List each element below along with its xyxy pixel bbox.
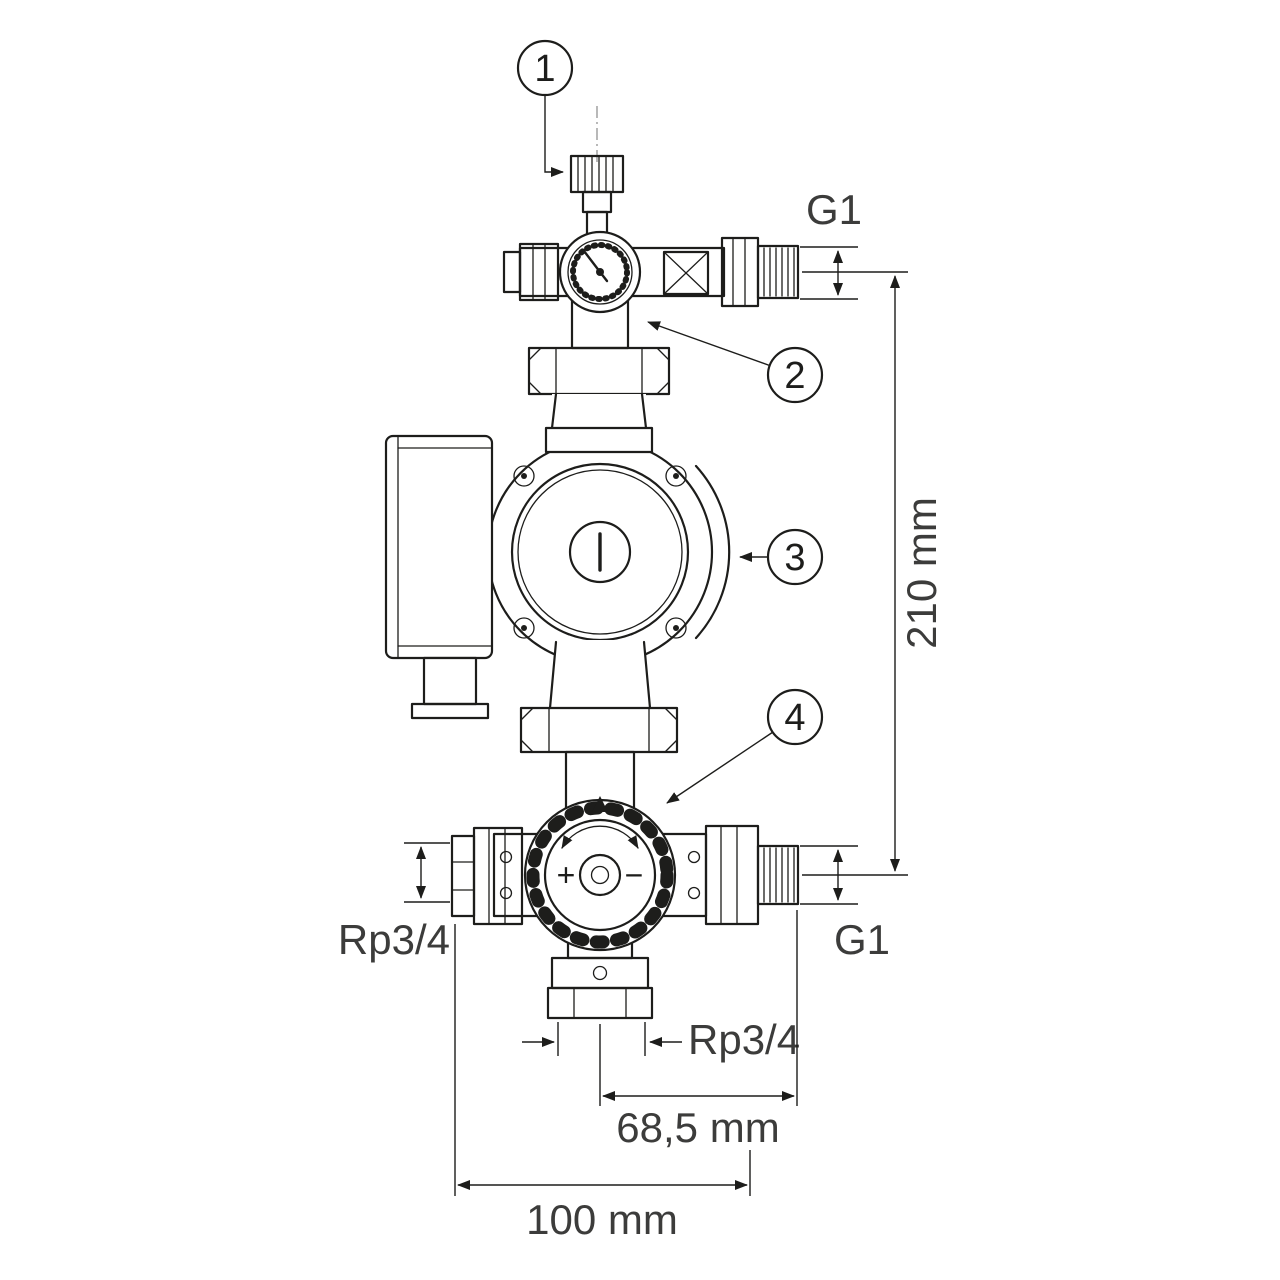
callout-1: 1: [516, 39, 574, 177]
valve-right-port: [704, 824, 800, 926]
dimension-center-to-right: 68,5 mm: [599, 910, 798, 1151]
label-top-connection: G1: [806, 186, 862, 233]
label-bottom-connection: Rp3/4: [688, 1016, 800, 1063]
thermometer-tee: [502, 154, 800, 314]
callout-4: 4: [666, 688, 824, 804]
label-left-connection: Rp3/4: [338, 916, 450, 963]
label-overall-width: 100 mm: [526, 1196, 678, 1243]
top-male-thread: [756, 244, 800, 300]
callout-2: 2: [647, 321, 824, 404]
dimension-bottom-rp34: Rp3/4: [522, 1016, 800, 1063]
dimension-overall-height: 210 mm: [802, 271, 945, 876]
dimension-overall-width: 100 mm: [454, 924, 751, 1243]
thermometer-gauge: [558, 230, 642, 314]
circulation-pump: [384, 426, 731, 720]
pump-group-drawing: + −: [384, 106, 800, 1020]
callout-1-number: 1: [534, 48, 555, 90]
knob-minus-symbol: −: [625, 857, 644, 893]
dimension-right-g1: G1: [800, 845, 890, 963]
label-overall-height: 210 mm: [898, 497, 945, 649]
callout-4-number: 4: [784, 697, 805, 739]
dimension-left-rp34: Rp3/4: [338, 842, 450, 963]
pump-terminal-box: [384, 434, 494, 720]
mixing-valve-knob: + −: [523, 796, 677, 952]
annotations: 1 2 3 4 G1: [338, 39, 945, 1243]
knob-plus-symbol: +: [557, 857, 576, 893]
valve-left-port: [450, 826, 524, 926]
mixing-valve: + −: [450, 796, 800, 1020]
callout-3-number: 3: [784, 537, 805, 579]
rotation-arrow: [561, 825, 639, 849]
pump-screws: [513, 465, 687, 639]
callout-3: 3: [739, 528, 824, 586]
callout-2-number: 2: [784, 355, 805, 397]
dimension-top-g1: G1: [800, 186, 862, 300]
top-connection-union: [527, 294, 671, 430]
label-center-to-right: 68,5 mm: [616, 1104, 779, 1151]
pump-hub: [568, 520, 632, 584]
knob-pointer: [592, 796, 608, 812]
label-right-connection: G1: [834, 916, 890, 963]
